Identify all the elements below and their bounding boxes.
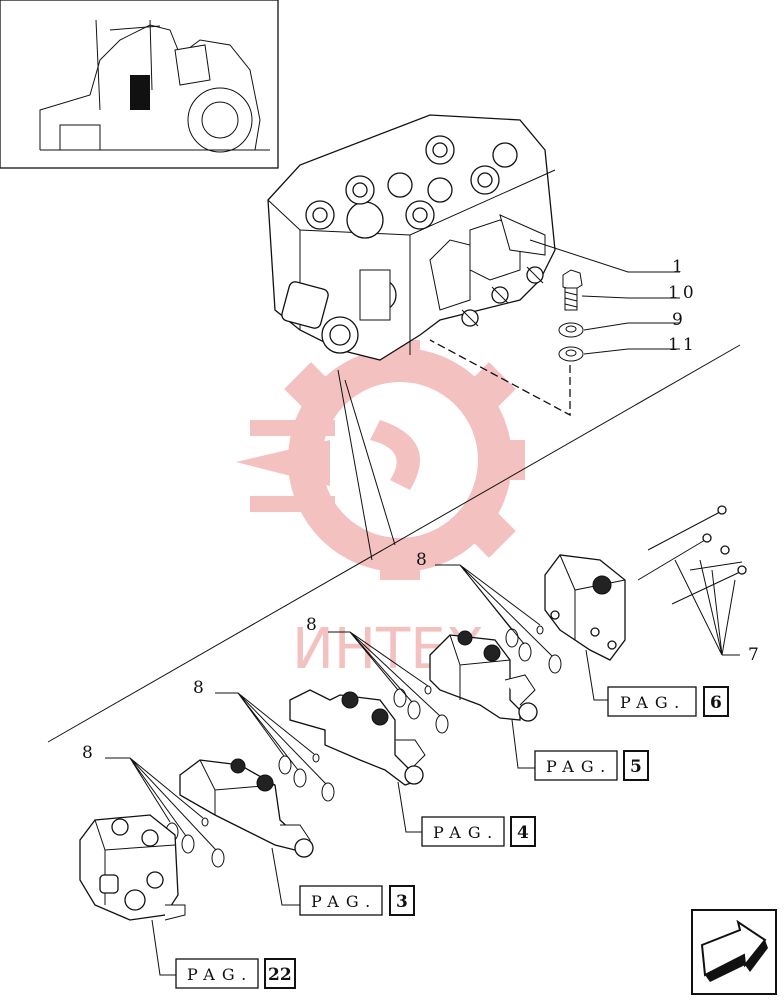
o-ring-set bbox=[505, 625, 562, 674]
page-ref-4[interactable]: PAG. 4 bbox=[421, 816, 536, 847]
callout-9: 9 bbox=[672, 310, 687, 330]
o-ring-set bbox=[278, 753, 335, 802]
end-cover-part bbox=[544, 554, 626, 661]
valve-section-3 bbox=[179, 758, 314, 858]
page-ref-number: 6 bbox=[710, 693, 722, 713]
exploded-view-divider bbox=[47, 344, 741, 743]
page-ref-3[interactable]: PAG. 3 bbox=[299, 885, 415, 916]
page-ref-label: PAG. bbox=[620, 693, 686, 712]
callout-8-a: 8 bbox=[416, 550, 431, 570]
bolt-part bbox=[562, 269, 583, 311]
page-ref-label: PAG. bbox=[546, 757, 612, 776]
callout-8-d: 8 bbox=[82, 743, 97, 763]
page-ref-number: 5 bbox=[630, 757, 642, 777]
callout-8-b: 8 bbox=[306, 615, 321, 635]
page-ref-label: PAG. bbox=[433, 823, 499, 842]
page-ref-label: PAG. bbox=[311, 892, 377, 911]
lock-washer-part bbox=[558, 346, 584, 362]
watermark-gear-icon bbox=[236, 340, 525, 580]
callout-10: 10 bbox=[668, 283, 698, 303]
inlet-section-part bbox=[79, 814, 186, 921]
page-ref-22[interactable]: PAG. 22 bbox=[175, 958, 296, 989]
tractor-thumbnail-icon bbox=[0, 0, 279, 169]
page-ref-number: 3 bbox=[396, 892, 408, 912]
callout-7: 7 bbox=[748, 645, 763, 665]
watermark: ИНТЕХ bbox=[236, 340, 525, 682]
page-ref-number: 4 bbox=[517, 823, 529, 843]
callout-11: 11 bbox=[668, 335, 698, 355]
o-ring-set bbox=[393, 685, 449, 734]
tie-rods-part bbox=[637, 505, 747, 656]
page-ref-6[interactable]: PAG. 6 bbox=[585, 649, 729, 717]
page-ref-label: PAG. bbox=[187, 965, 253, 984]
page-ref-number: 22 bbox=[268, 965, 292, 985]
washer-part bbox=[558, 322, 584, 338]
callout-8-c: 8 bbox=[193, 678, 208, 698]
valve-section-4 bbox=[289, 689, 426, 786]
next-page-arrow-icon[interactable] bbox=[691, 909, 777, 995]
page-ref-5[interactable]: PAG. 5 bbox=[534, 750, 649, 781]
control-valve-assembly bbox=[267, 114, 556, 361]
valve-section-5 bbox=[429, 630, 538, 722]
callout-1: 1 bbox=[672, 257, 687, 277]
assembly-dash-line bbox=[429, 339, 571, 417]
